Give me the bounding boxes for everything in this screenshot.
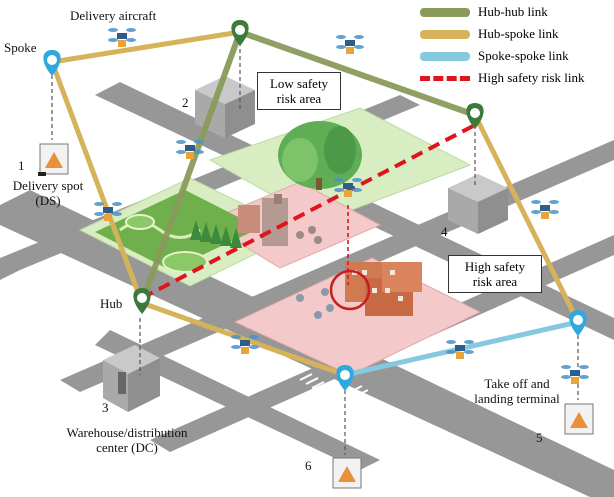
label-low-risk-line1: Low safety [269,76,329,91]
hub-pin-icon [231,20,249,46]
label-node-6: 6 [305,458,312,473]
label-node-3: 3 [102,400,109,415]
hub-hub-link-2 [139,30,243,305]
drone-icon [336,35,364,54]
high-risk-link [141,123,476,300]
label-spoke: Spoke [4,40,37,55]
label-high-risk-line2: risk area [472,274,518,289]
label-hub: Hub [100,296,123,311]
label-warehouse-line1: Warehouse/distribution [66,425,188,440]
label-node-2: 2 [182,95,189,110]
hub-spoke-link-3 [141,300,346,378]
label-high-risk-area: High safety risk area [448,255,542,293]
legend-swatch [420,8,470,17]
label-terminal-line1: Take off and [484,376,550,391]
hub-pin-icon [466,103,484,129]
drone-icon [231,335,259,354]
legend-item-hub-hub: Hub-hub link [418,2,614,22]
legend-label: High safety risk link [478,70,585,85]
crosswalks [299,373,369,397]
spoke-pin-icon [569,310,587,336]
spoke-pin-icon [43,50,61,76]
label-delivery-spot-line1: Delivery spot [12,178,84,193]
legend-label: Spoke-spoke link [478,48,569,63]
hub-pin-icon [133,288,151,314]
legend-swatch-dashed [420,76,470,81]
delivery-spot-6 [332,457,362,489]
drone-icon [531,200,559,219]
drone-icon [334,178,362,197]
label-low-risk-line2: risk area [276,91,322,106]
label-low-risk-area: Low safety risk area [257,72,341,110]
tree-icon [278,121,362,190]
legend-swatch [420,30,470,39]
label-warehouse: Warehouse/distribution center (DC) [52,425,202,455]
high-risk-zone-residential [203,181,382,269]
hub-spoke-link-1 [51,29,241,65]
label-node-5: 5 [536,430,543,445]
drone-icon [446,340,474,359]
label-high-risk-line1: High safety [464,259,526,274]
legend-label: Hub-hub link [478,4,548,19]
label-terminal: Take off and landing terminal [462,376,572,406]
label-warehouse-line2: center (DC) [96,440,158,455]
legend-item-spoke-spoke: Spoke-spoke link [418,46,614,66]
hub-hub-link-1 [239,29,476,118]
city-buildings [296,262,422,319]
drone-icon [108,28,136,47]
legend-item-high-risk: High safety risk link [418,68,614,88]
hub-hub-links [139,29,476,305]
drone-icon [561,365,589,384]
label-delivery-spot-line2: (DS) [35,193,61,208]
legend-item-hub-spoke: Hub-spoke link [418,24,614,44]
road-lower-left [95,330,380,470]
hub-spoke-link-4 [472,113,581,324]
label-node-1: 1 [18,158,25,173]
label-node-4: 4 [441,224,448,239]
label-delivery-aircraft: Delivery aircraft [70,8,157,23]
delivery-spot-5 [564,403,594,435]
building-icon [238,194,322,246]
warehouse-icon [103,345,160,412]
hub-spoke-links [49,29,581,378]
park-details [95,190,260,273]
legend-swatch [420,52,470,61]
station-4 [448,174,508,234]
legend-label: Hub-spoke link [478,26,559,41]
label-delivery-spot: Delivery spot (DS) [6,178,90,208]
spoke-pin-icon [336,365,354,391]
drone-icon [94,202,122,221]
hub-spoke-link-2 [49,61,145,304]
delivery-spot-icon [38,143,69,176]
drone-icon [176,140,204,159]
label-terminal-line2: landing terminal [474,391,560,406]
